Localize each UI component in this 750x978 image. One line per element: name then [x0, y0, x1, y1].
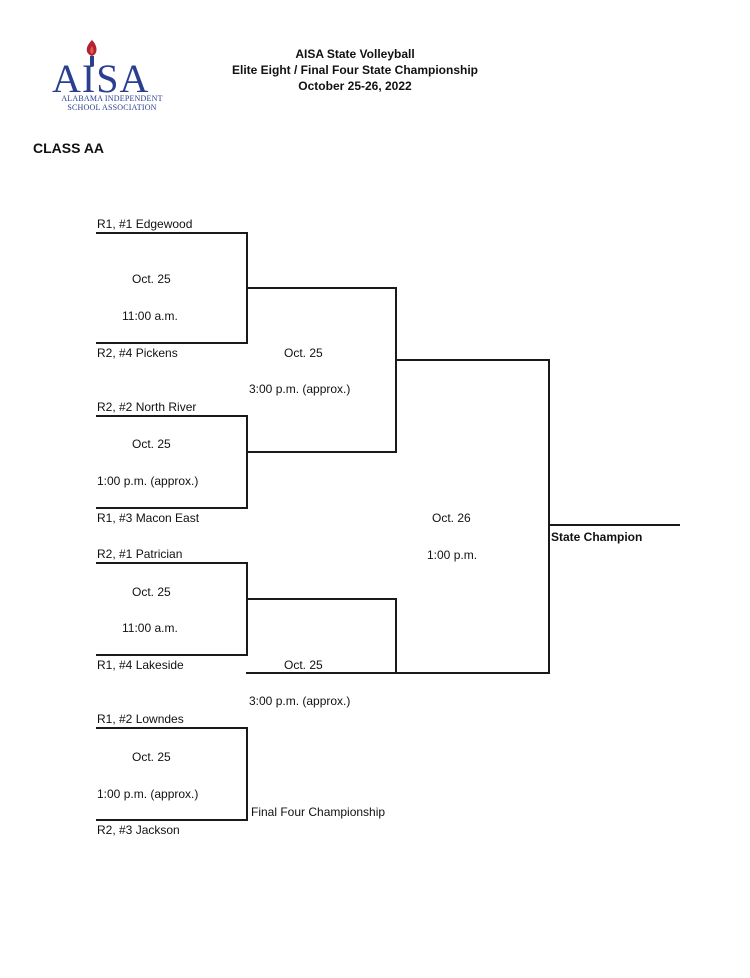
bracket-line: [246, 451, 397, 453]
game-date: Oct. 25: [284, 658, 323, 672]
final-four-label: Final Four Championship: [251, 805, 386, 819]
final-date: Oct. 26: [432, 511, 471, 525]
logo-acronym: AISA: [52, 56, 149, 96]
champion-line: [548, 524, 680, 526]
bracket-line: [246, 727, 248, 821]
bracket-line: [96, 342, 248, 344]
bracket-line: [96, 562, 248, 564]
team-label: R2, #1 Patrician: [97, 547, 183, 561]
team-label: R1, #2 Lowndes: [97, 712, 184, 726]
bracket-line: [96, 415, 248, 417]
team-label: R1, #4 Lakeside: [97, 658, 184, 672]
game-time: 1:00 p.m. (approx.): [97, 474, 199, 488]
game-time: 11:00 a.m.: [122, 309, 178, 323]
team-label: R1, #3 Macon East: [97, 511, 200, 525]
game-time: 3:00 p.m. (approx.): [249, 382, 351, 396]
bracket-line: [246, 287, 397, 289]
bracket-line: [246, 562, 248, 656]
page-header: AISA State Volleyball Elite Eight / Fina…: [200, 46, 510, 94]
aisa-logo: AISA ALABAMA INDEPENDENT SCHOOL ASSOCIAT…: [52, 34, 170, 122]
bracket-line: [395, 598, 397, 674]
bracket-line: [246, 672, 397, 674]
bracket-line: [96, 819, 248, 821]
state-champion-label: State Champion: [551, 530, 643, 544]
game-date: Oct. 25: [132, 585, 171, 599]
header-title: AISA State Volleyball: [295, 47, 415, 61]
team-label: R2, #3 Jackson: [97, 823, 180, 837]
torch-icon: AISA: [52, 40, 149, 96]
team-label: R2, #2 North River: [97, 400, 197, 414]
header-dates: October 25-26, 2022: [298, 79, 412, 93]
bracket-line: [96, 654, 248, 656]
bracket-line: [246, 415, 248, 509]
bracket-line: [246, 598, 397, 600]
game-time: 3:00 p.m. (approx.): [249, 694, 351, 708]
bracket-line: [96, 232, 248, 234]
game-date: Oct. 25: [132, 437, 171, 451]
logo-org-name: ALABAMA INDEPENDENT SCHOOL ASSOCIATION: [54, 94, 170, 112]
team-label: R1, #1 Edgewood: [97, 217, 193, 231]
bracket-line: [96, 727, 248, 729]
bracket-line: [395, 672, 550, 674]
game-date: Oct. 25: [132, 750, 171, 764]
final-time: 1:00 p.m.: [427, 548, 478, 562]
bracket-line: [395, 359, 550, 361]
game-time: 11:00 a.m.: [122, 621, 178, 635]
logo-org-line1: ALABAMA INDEPENDENT: [61, 94, 163, 103]
bracket-line: [96, 507, 248, 509]
header-subtitle: Elite Eight / Final Four State Champions…: [231, 63, 478, 77]
class-title: CLASS AA: [33, 140, 105, 156]
game-date: Oct. 25: [284, 346, 323, 360]
team-label: R2, #4 Pickens: [97, 346, 178, 360]
logo-org-line2: SCHOOL ASSOCIATION: [67, 103, 157, 112]
game-time: 1:00 p.m. (approx.): [97, 787, 199, 801]
game-date: Oct. 25: [132, 272, 171, 286]
bracket-line: [548, 359, 550, 674]
bracket-line: [395, 287, 397, 453]
